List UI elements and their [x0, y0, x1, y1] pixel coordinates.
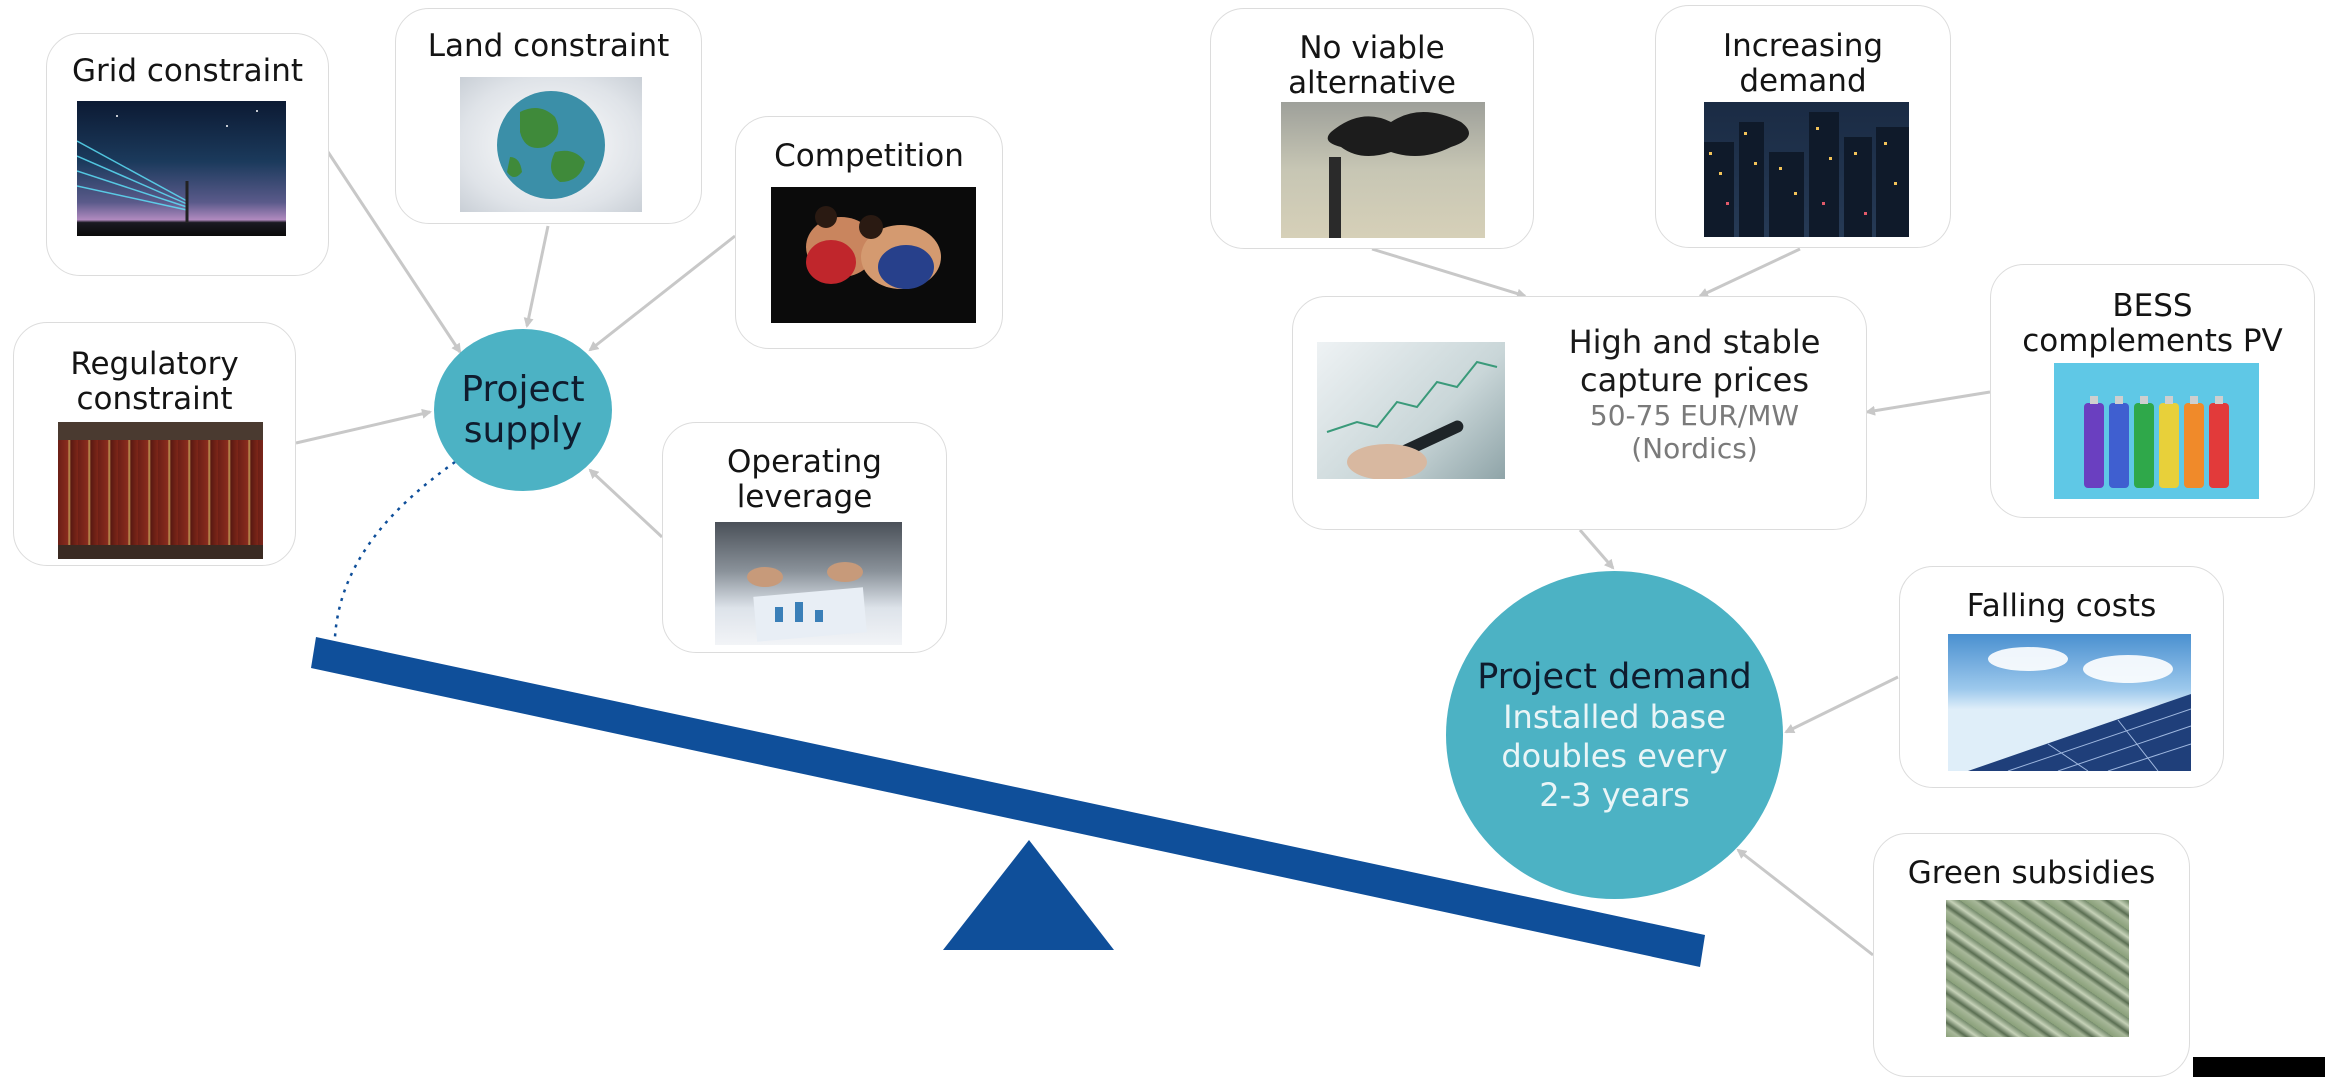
project-demand-line1: Installed base: [1503, 697, 1726, 736]
arrow-falling-to-demand: [1784, 675, 1899, 734]
operating-title: Operating leverage: [663, 445, 946, 515]
prices-line2: capture prices: [1580, 361, 1809, 399]
no-alternative-title: No viable alternative: [1211, 31, 1533, 101]
arrow-grid-to-supply: [326, 151, 462, 354]
falling-costs-title: Falling costs: [1966, 588, 2157, 624]
card-no-viable-alternative: No viable alternative: [1210, 8, 1534, 249]
city-night-lights-image: [1704, 102, 1909, 237]
regulatory-line2: constraint: [76, 381, 233, 417]
project-demand-hub: Project demand Installed base doubles ev…: [1446, 571, 1783, 899]
card-grid-constraint: Grid constraint: [46, 33, 329, 276]
competition-title: Competition: [774, 138, 964, 174]
card-capture-prices: High and stable capture prices 50-75 EUR…: [1292, 296, 1867, 530]
card-falling-costs: Falling costs: [1899, 566, 2224, 788]
land-constraint-title: Land constraint: [427, 28, 670, 64]
arrow-regulatory-to-supply: [295, 408, 432, 445]
colorful-batteries-image: [2054, 363, 2259, 499]
no-alternative-line1: No viable: [1299, 30, 1445, 66]
arrow-prices-to-demand: [1578, 529, 1615, 570]
green-earth-globe-image: [460, 77, 642, 212]
operating-line2: leverage: [736, 479, 873, 515]
green-subsidies-title: Green subsidies: [1907, 855, 2156, 891]
law-books-image: [58, 422, 263, 559]
arrow-land-to-supply: [523, 225, 550, 328]
regulatory-line1: Regulatory: [70, 346, 239, 382]
corner-tab[interactable]: [2193, 1057, 2325, 1077]
arrow-subsidies-to-demand: [1736, 848, 1874, 957]
project-supply-line1: Project: [461, 369, 585, 410]
seesaw-beam: [311, 637, 1705, 967]
dotted-link-line: [333, 460, 456, 638]
arrow-competition-to-supply: [588, 234, 736, 352]
project-demand-line3: 2-3 years: [1539, 775, 1690, 814]
arrow-noalt-to-prices: [1371, 247, 1527, 299]
no-alternative-line2: alternative: [1288, 65, 1456, 101]
grid-constraint-title: Grid constraint: [71, 53, 304, 89]
project-demand-title: Project demand: [1477, 656, 1752, 697]
card-regulatory-constraint: Regulatory constraint: [13, 322, 296, 566]
seesaw-fulcrum: [943, 840, 1114, 950]
increasing-line2: demand: [1739, 63, 1867, 99]
business-meeting-image: [715, 522, 902, 645]
increasing-line1: Increasing: [1722, 28, 1884, 64]
card-increasing-demand: Increasing demand: [1655, 5, 1951, 248]
prices-heading: High and stable capture prices 50-75 EUR…: [1523, 323, 1866, 465]
arrow-bess-to-prices: [1865, 390, 1991, 416]
arrow-increasing-to-prices: [1698, 247, 1801, 298]
prices-region: (Nordics): [1631, 432, 1758, 465]
project-supply-hub: Project supply: [434, 329, 612, 491]
increasing-demand-title: Increasing demand: [1656, 29, 1950, 99]
stock-chart-pen-image: [1317, 342, 1505, 479]
card-bess-complements-pv: BESS complements PV: [1990, 264, 2315, 518]
project-supply-line2: supply: [463, 410, 583, 451]
operating-line1: Operating: [727, 444, 882, 480]
card-green-subsidies: Green subsidies: [1873, 833, 2190, 1077]
project-demand-line2: doubles every: [1501, 736, 1728, 775]
arrow-operating-to-supply: [588, 468, 664, 539]
bess-title: BESS complements PV: [1991, 289, 2314, 359]
card-operating-leverage: Operating leverage: [662, 422, 947, 653]
card-competition: Competition: [735, 116, 1003, 349]
night-sky-power-lines-image: [77, 101, 286, 236]
card-land-constraint: Land constraint: [395, 8, 702, 224]
smokestack-image: [1281, 102, 1485, 238]
dollar-bills-image: [1946, 900, 2129, 1037]
prices-line1: High and stable: [1568, 323, 1821, 361]
regulatory-title: Regulatory constraint: [14, 347, 295, 417]
prices-value: 50-75 EUR/MW: [1589, 399, 1800, 432]
wrestlers-image: [771, 187, 976, 323]
bess-line2: complements PV: [2022, 323, 2283, 359]
solar-panels-image: [1948, 634, 2191, 771]
bess-line1: BESS: [2112, 288, 2193, 324]
